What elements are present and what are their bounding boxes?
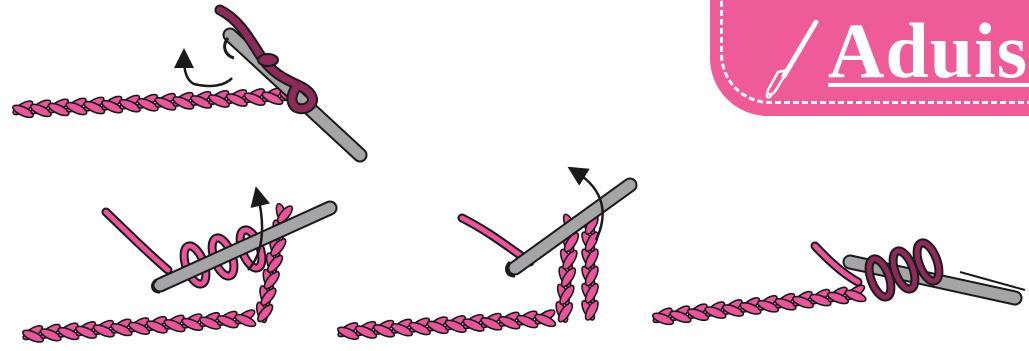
step-4-illustration [651, 240, 1025, 327]
step-1-illustration [11, 10, 360, 155]
step-2-illustration [21, 196, 330, 344]
step-3-illustration [336, 172, 630, 342]
logo-text: Aduis. [828, 6, 1029, 96]
logo-badge: Aduis. [710, 0, 1029, 116]
arrow-icon [184, 58, 232, 86]
chain-stitch-row [11, 84, 302, 119]
paintbrush-icon [762, 20, 822, 100]
crochet-hook-icon [153, 208, 330, 292]
